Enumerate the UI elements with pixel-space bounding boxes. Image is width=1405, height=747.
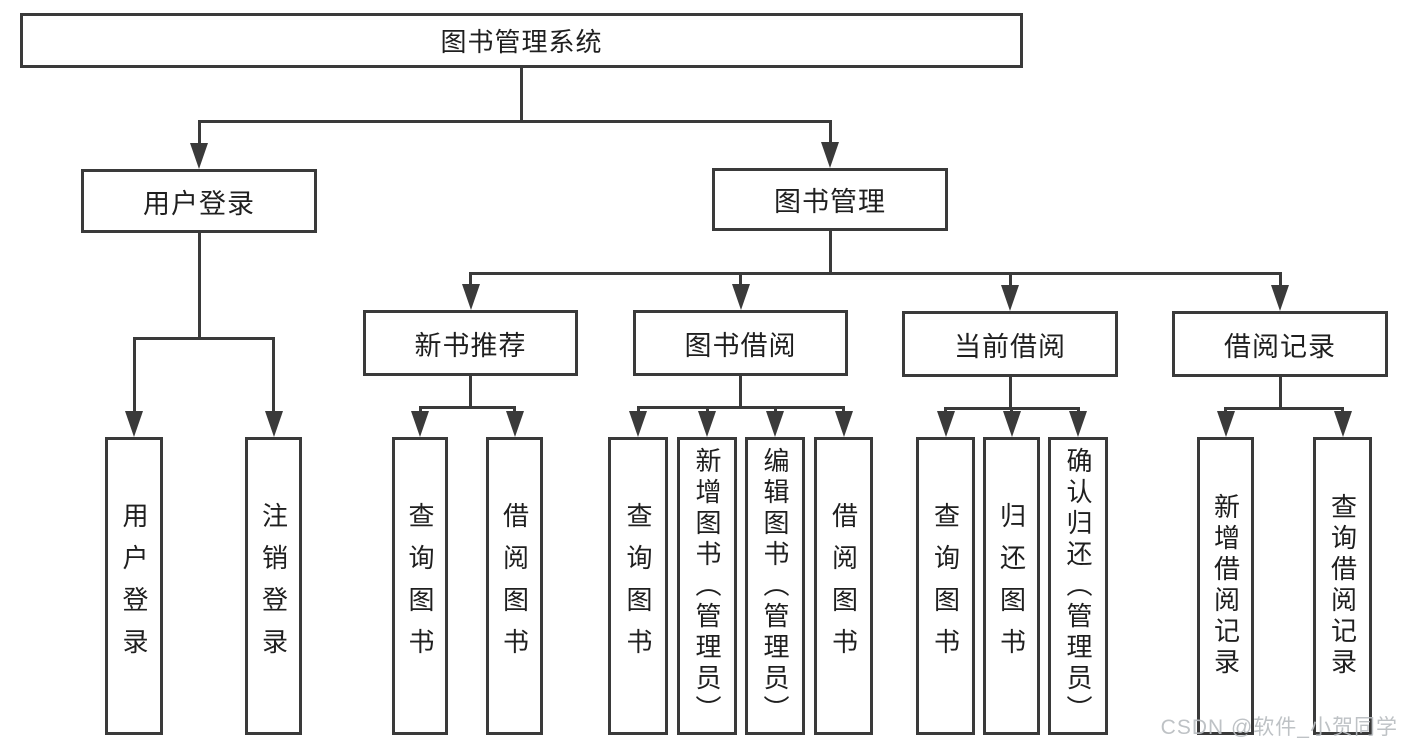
node-label-leaf-return-books: 归还图书 — [996, 502, 1027, 670]
node-label-book-management: 图书管理 — [774, 187, 886, 217]
connector-stub-leaf-borrow-books-2 — [842, 406, 845, 415]
node-label-leaf-query-books-1: 查询图书 — [405, 502, 435, 670]
node-book-borrowing: 图书借阅 — [633, 310, 848, 376]
arrow-down-icon-leaf-logout — [264, 411, 283, 437]
node-leaf-borrow-books-2: 借阅图书 — [814, 437, 873, 735]
connector-stub-current-borrowing — [1008, 272, 1012, 289]
connector-hline-root — [197, 120, 832, 123]
connector-stub-leaf-query-books-1 — [418, 406, 422, 415]
connector-stub-book-borrowing — [739, 272, 742, 288]
node-leaf-add-books: 新增图书（管理员） — [677, 437, 737, 735]
connector-hline-new-book-recommend — [418, 406, 516, 409]
connector-stem-book-management — [828, 231, 832, 275]
arrow-down-icon-leaf-query-books-1 — [411, 411, 429, 437]
arrow-down-icon-book-borrowing — [731, 284, 750, 310]
connector-stem-user-login-group — [197, 233, 201, 340]
connector-hline-user-login-group — [132, 337, 275, 340]
connector-stub-leaf-logout — [272, 337, 275, 415]
arrow-down-icon-leaf-query-books-2 — [629, 411, 647, 437]
watermark-text: CSDN @软件_小贺同学 — [1160, 716, 1398, 739]
node-borrowing-records: 借阅记录 — [1172, 311, 1388, 377]
node-book-management: 图书管理 — [712, 168, 948, 231]
arrow-down-icon-new-book-recommend — [461, 284, 480, 310]
node-label-leaf-add-borrow-record: 新增借阅记录 — [1210, 493, 1241, 679]
node-leaf-return-books: 归还图书 — [983, 437, 1040, 735]
arrow-down-icon-current-borrowing — [1001, 285, 1019, 311]
node-leaf-query-books-2: 查询图书 — [608, 437, 668, 735]
arrow-down-icon-leaf-add-borrow-record — [1216, 411, 1235, 437]
node-leaf-user-login: 用户登录 — [105, 437, 163, 735]
node-leaf-query-books-3: 查询图书 — [916, 437, 975, 735]
arrow-down-icon-user-login-group — [190, 143, 208, 169]
node-label-leaf-query-books-2: 查询图书 — [623, 502, 653, 670]
arrow-down-icon-book-management — [821, 142, 839, 168]
connector-stub-leaf-edit-books — [773, 406, 777, 415]
connector-stub-book-management — [828, 120, 832, 146]
node-label-leaf-query-books-3: 查询图书 — [930, 502, 961, 670]
node-leaf-query-books-1: 查询图书 — [392, 437, 448, 735]
node-leaf-confirm-return: 确认归还（管理员） — [1048, 437, 1108, 735]
arrow-down-icon-leaf-query-books-3 — [936, 411, 955, 437]
arrow-down-icon-leaf-user-login — [125, 411, 143, 437]
connector-stub-leaf-query-books-2 — [636, 406, 640, 415]
node-label-leaf-query-borrow-record: 查询借阅记录 — [1327, 493, 1358, 679]
node-leaf-query-borrow-record: 查询借阅记录 — [1313, 437, 1372, 735]
node-label-leaf-confirm-return: 确认归还（管理员） — [1063, 446, 1093, 726]
node-label-current-borrowing: 当前借阅 — [954, 331, 1066, 362]
node-current-borrowing: 当前借阅 — [902, 311, 1118, 377]
arrow-down-icon-leaf-confirm-return — [1069, 411, 1087, 437]
arrow-down-icon-leaf-edit-books — [766, 411, 784, 437]
arrow-down-icon-leaf-return-books — [1002, 411, 1021, 437]
connector-stem-root — [520, 68, 523, 123]
node-leaf-logout: 注销登录 — [245, 437, 302, 735]
node-label-leaf-borrow-books-1: 借阅图书 — [499, 502, 530, 670]
node-leaf-edit-books: 编辑图书（管理员） — [745, 437, 805, 735]
node-label-leaf-borrow-books-2: 借阅图书 — [828, 502, 859, 670]
arrow-down-icon-leaf-borrow-books-1 — [505, 411, 524, 437]
arrow-down-icon-borrowing-records — [1271, 285, 1289, 311]
connector-stem-current-borrowing — [1008, 377, 1012, 410]
node-label-borrowing-records: 借阅记录 — [1224, 331, 1336, 362]
connector-stem-book-borrowing — [739, 376, 742, 409]
connector-stem-borrowing-records — [1278, 377, 1282, 410]
connector-hline-book-borrowing — [636, 406, 845, 409]
connector-stub-borrowing-records — [1278, 272, 1282, 289]
node-root: 图书管理系统 — [20, 13, 1023, 68]
node-label-new-book-recommend: 新书推荐 — [414, 330, 527, 361]
connector-hline-book-management — [469, 272, 1282, 275]
node-label-leaf-user-login: 用户登录 — [119, 502, 149, 670]
connector-stub-leaf-borrow-books-1 — [513, 406, 516, 415]
node-label-leaf-add-books: 新增图书（管理员） — [692, 446, 722, 726]
node-label-leaf-edit-books: 编辑图书（管理员） — [760, 446, 790, 726]
node-label-root: 图书管理系统 — [440, 27, 603, 57]
connector-stub-leaf-add-books — [705, 406, 709, 415]
arrow-down-icon-leaf-borrow-books-2 — [834, 411, 853, 437]
connector-stub-new-book-recommend — [469, 272, 472, 288]
node-label-leaf-logout: 注销登录 — [258, 502, 289, 670]
arrow-down-icon-leaf-add-books — [698, 411, 716, 437]
arrow-down-icon-leaf-query-borrow-record — [1333, 411, 1352, 437]
node-label-book-borrowing: 图书借阅 — [684, 330, 797, 361]
node-leaf-borrow-books-1: 借阅图书 — [486, 437, 543, 735]
node-user-login-group: 用户登录 — [81, 169, 317, 233]
connector-stem-new-book-recommend — [469, 376, 472, 409]
connector-hline-borrowing-records — [1224, 407, 1344, 410]
connector-stub-user-login-group — [197, 120, 201, 147]
node-new-book-recommend: 新书推荐 — [363, 310, 578, 376]
node-leaf-add-borrow-record: 新增借阅记录 — [1197, 437, 1254, 735]
node-label-user-login-group: 用户登录 — [143, 188, 255, 219]
connector-stub-leaf-user-login — [132, 337, 136, 415]
